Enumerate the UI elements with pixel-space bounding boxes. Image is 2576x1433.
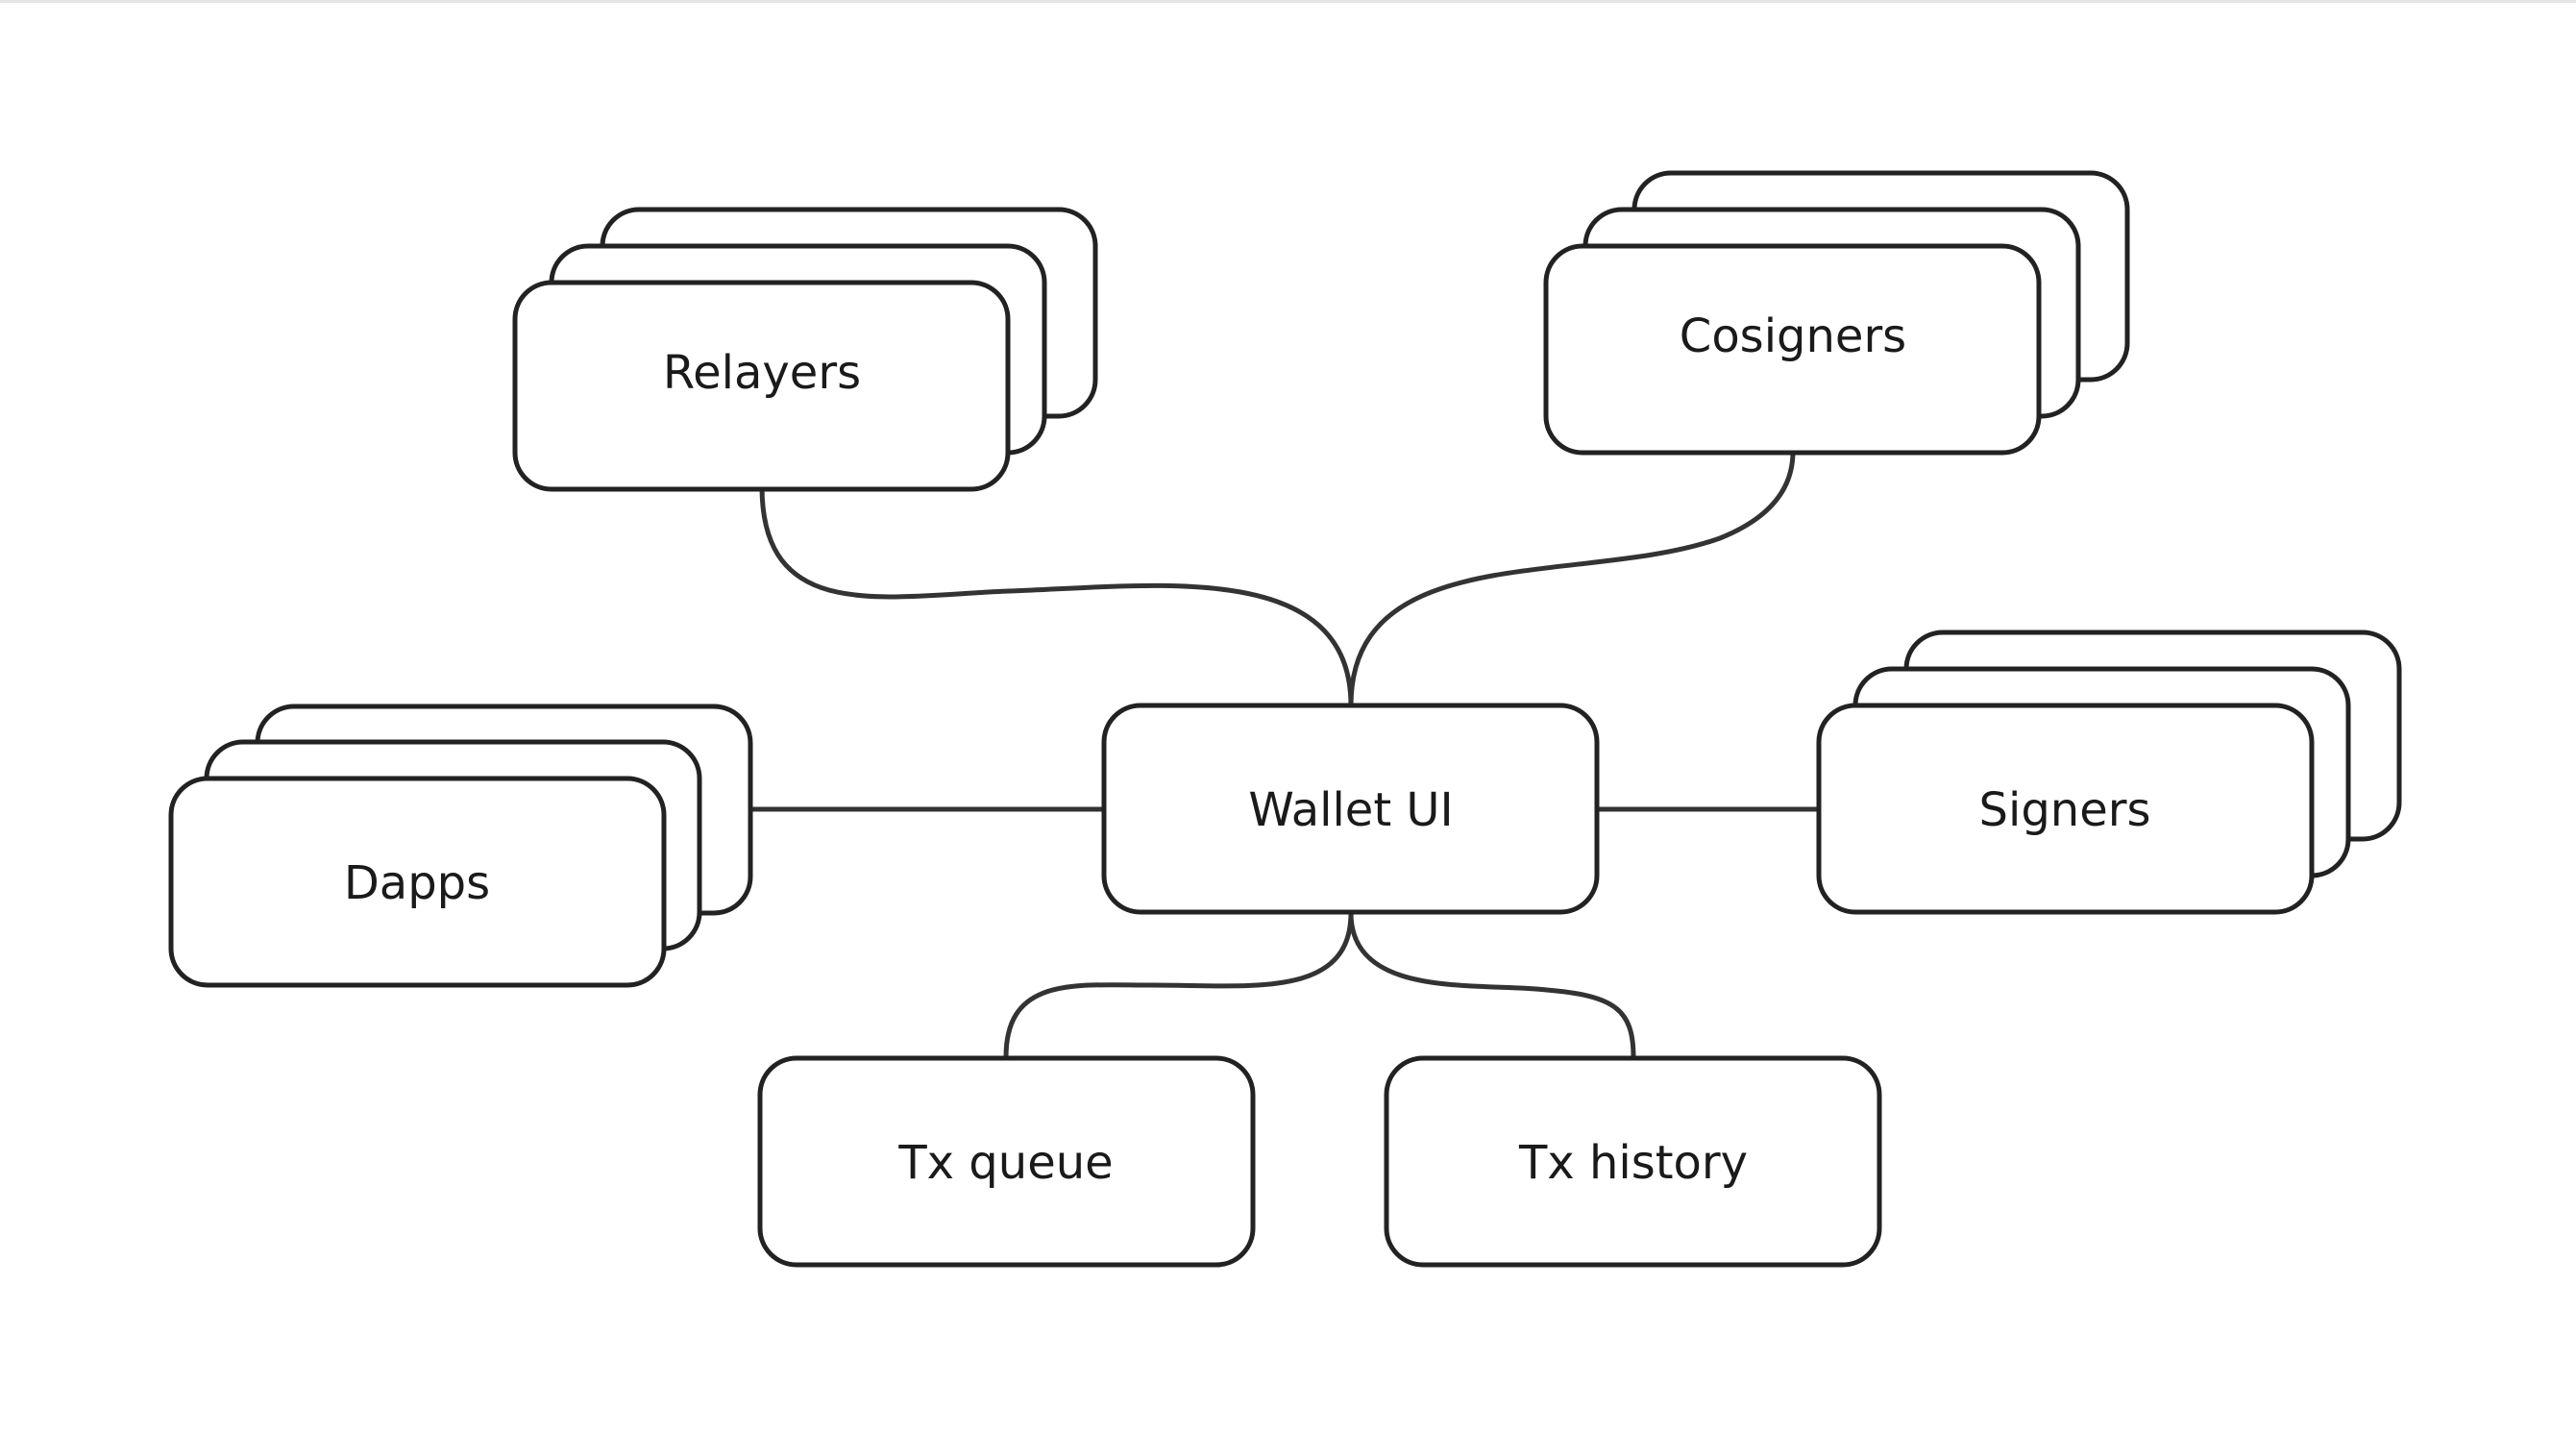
edges [751,451,1819,1058]
dapps-card-front [168,776,667,988]
wallet-ui-card [1101,703,1600,915]
node-tx-queue: Tx queue [757,1055,1256,1268]
cosigners-card-front [1543,243,2042,456]
cosigners-label: Cosigners [1680,309,1906,363]
tx-history-label: Tx history [1518,1136,1748,1190]
relayers-label: Relayers [663,346,861,400]
wallet-ui-label: Wallet UI [1248,783,1453,837]
node-signers: Signers [1816,630,2402,915]
node-relayers: Relayers [512,207,1098,492]
edge-wallet-cosigners [1348,451,1796,706]
signers-label: Signers [1979,783,2151,837]
edge-wallet-txhistory [1348,912,1636,1058]
node-wallet-ui: Wallet UI [1101,703,1600,915]
node-tx-history: Tx history [1384,1055,1882,1268]
node-dapps: Dapps [168,704,753,988]
edge-wallet-txqueue [1003,912,1354,1058]
tx-queue-label: Tx queue [897,1136,1113,1190]
top-border [0,0,2576,3]
dapps-label: Dapps [344,856,490,910]
signers-card-front [1816,703,2315,915]
edge-wallet-relayers [759,485,1354,706]
tx-queue-card [757,1055,1256,1268]
node-cosigners: Cosigners [1543,170,2130,456]
relayers-card-front [512,280,1011,492]
tx-history-card [1384,1055,1882,1268]
